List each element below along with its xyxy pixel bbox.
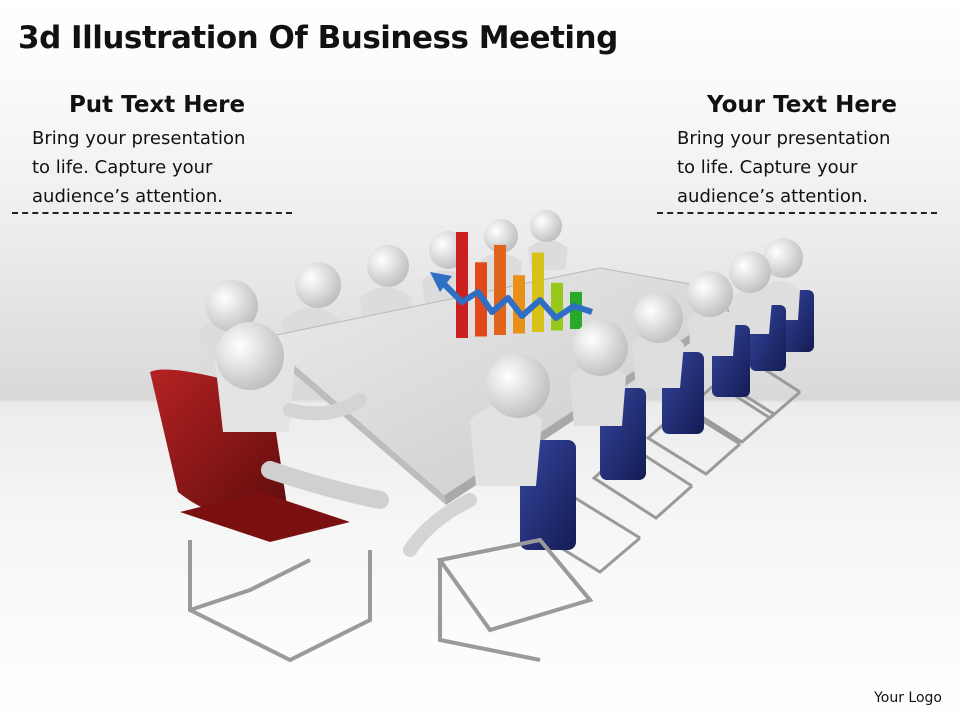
- left-heading: Put Text Here: [68, 92, 246, 118]
- red-chair-seat: [150, 322, 389, 663]
- chart-bar: [456, 232, 468, 338]
- chart-bar: [551, 282, 563, 331]
- left-text-block: Put Text Here Bring your presentation to…: [12, 92, 302, 211]
- chart-bar: [570, 291, 582, 329]
- right-body-text: Bring your presentation to life. Capture…: [677, 128, 891, 207]
- logo-placeholder: Your Logo: [874, 690, 942, 706]
- right-side-seats: [403, 238, 814, 662]
- left-divider: [12, 212, 292, 214]
- right-divider: [657, 212, 937, 214]
- chart-bar: [494, 244, 506, 335]
- chart-bar: [532, 252, 544, 332]
- right-heading: Your Text Here: [707, 92, 897, 118]
- bar-chart-graphic: [430, 232, 593, 338]
- right-text-block: Your Text Here Bring your presentation t…: [657, 92, 947, 211]
- left-body-text: Bring your presentation to life. Capture…: [32, 128, 246, 207]
- trend-arrow: [437, 277, 593, 321]
- slide-title: 3d Illustration Of Business Meeting: [18, 20, 618, 56]
